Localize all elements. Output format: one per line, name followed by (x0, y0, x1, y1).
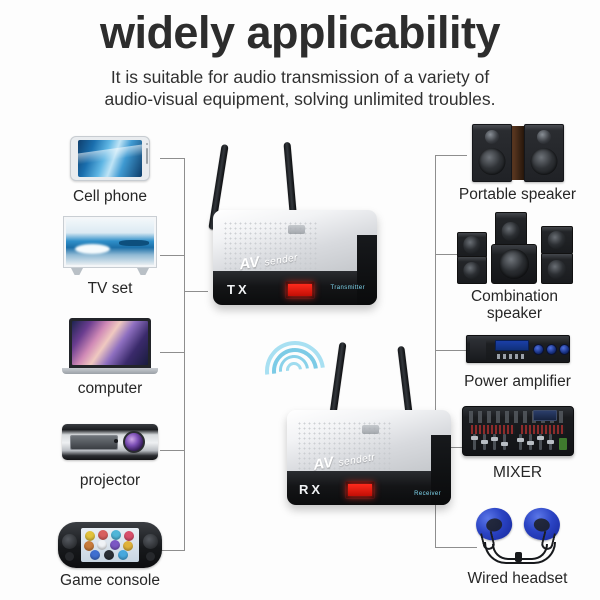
left-branch-tv (160, 255, 185, 256)
smartphone-icon (70, 136, 150, 181)
left-bus-line (184, 158, 185, 550)
output-item-combination-speaker[interactable]: Combination speaker (432, 212, 597, 322)
transmitter-led-display (285, 281, 315, 299)
output-label: Combination (470, 288, 559, 305)
subtitle-line-2: audio-visual equipment, solving unlimite… (104, 89, 496, 109)
source-item-computer[interactable]: computer (45, 318, 175, 397)
left-branch-cell-phone (160, 158, 185, 159)
subtitle-line-1: It is suitable for audio transmission of… (110, 67, 490, 87)
receiver-led-display (345, 481, 375, 499)
mixing-console-icon (461, 406, 574, 456)
left-branch-projector (160, 450, 185, 451)
page-title: widely applicability (99, 7, 501, 58)
page-subtitle: It is suitable for audio transmission of… (50, 66, 550, 110)
output-label: MIXER (492, 464, 543, 481)
right-bus-line (435, 155, 436, 547)
transmitter-device[interactable]: AV sender TX Transmitter (205, 141, 385, 317)
power-amplifier-icon (465, 335, 570, 363)
left-branch-game-console (160, 550, 185, 551)
output-item-portable-speaker[interactable]: Portable speaker (440, 124, 595, 210)
transmitter-top-logo-icon (288, 225, 306, 235)
receiver-top-logo-icon (362, 425, 380, 435)
projector-icon (62, 424, 158, 460)
source-label: TV set (87, 280, 133, 297)
source-label: projector (79, 472, 141, 489)
output-label-line2: speaker (486, 305, 543, 322)
bookshelf-speakers-icon (470, 124, 566, 182)
receiver-device[interactable]: AV sendetr RX Receiver (252, 328, 452, 520)
receiver-body: AV sendetr RX Receiver (287, 410, 451, 505)
source-label: Cell phone (72, 188, 148, 205)
receiver-id-label: RX (299, 482, 324, 497)
wired-earphones-icon (470, 505, 566, 564)
right-branch-combination-speaker (435, 254, 467, 255)
output-label: Wired headset (467, 570, 568, 587)
surround-speaker-set-icon (456, 212, 573, 284)
transmitter-body: AV sender TX Transmitter (213, 210, 377, 305)
left-branch-computer (160, 352, 185, 353)
source-label: Game console (60, 572, 160, 589)
transmitter-id-label: TX (227, 282, 250, 297)
left-bus-to-transmitter (184, 291, 208, 292)
right-branch-power-amplifier (435, 350, 467, 351)
laptop-icon (62, 318, 158, 374)
source-label: computer (77, 380, 143, 397)
television-icon (63, 216, 157, 275)
transmitter-role-label: Transmitter (330, 285, 365, 291)
right-branch-portable-speaker (435, 155, 467, 156)
source-item-projector[interactable]: projector (45, 424, 175, 494)
right-branch-mixer (435, 447, 467, 448)
wifi-signal-icon (252, 328, 338, 414)
handheld-game-console-icon (58, 522, 162, 568)
source-item-cell-phone[interactable]: Cell phone (45, 136, 175, 208)
output-item-wired-headset[interactable]: Wired headset (435, 505, 600, 596)
output-label: Power amplifier (464, 373, 571, 390)
output-label: Portable speaker (458, 186, 577, 203)
source-item-tv-set[interactable]: TV set (45, 216, 175, 297)
receiver-role-label: Receiver (414, 491, 441, 497)
output-item-mixer[interactable]: MIXER (435, 406, 600, 492)
source-item-game-console[interactable]: Game console (40, 522, 180, 594)
right-branch-wired-headset (435, 547, 477, 548)
output-item-power-amplifier[interactable]: Power amplifier (435, 335, 600, 397)
